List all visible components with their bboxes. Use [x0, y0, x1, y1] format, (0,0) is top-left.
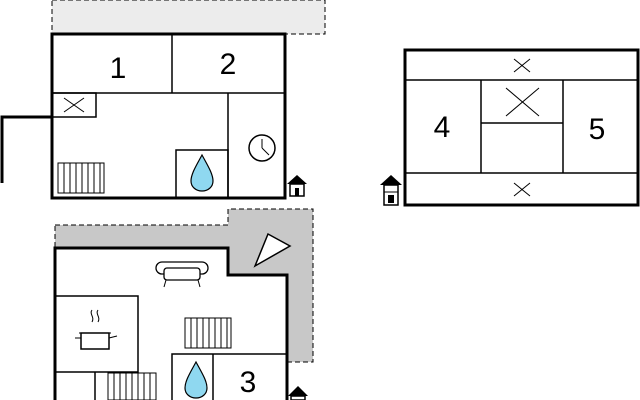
- x-mark-icon: [513, 182, 531, 197]
- room-number-5: 5: [589, 113, 606, 146]
- room-number-4: 4: [434, 111, 451, 144]
- building-c-outline: [53, 246, 289, 400]
- x-mark-icon: [513, 58, 531, 73]
- clock-icon: [248, 134, 276, 162]
- water-drop-icon: [184, 360, 208, 399]
- building-b-outline: [403, 48, 640, 207]
- water-drop-icon: [190, 153, 214, 192]
- house-entrance-icon: [288, 386, 308, 400]
- room-number-1: 1: [110, 52, 127, 85]
- closet-a: [51, 92, 97, 118]
- building-c: 3: [53, 246, 289, 400]
- radiator-icon: [57, 162, 105, 194]
- sofa-icon: [155, 261, 209, 288]
- bathroom-c: [171, 353, 288, 400]
- building-b: 4 5: [403, 48, 640, 207]
- kitchen-area: [54, 295, 139, 373]
- bed-cross-icon: [505, 87, 540, 117]
- cooking-pot-icon: [75, 309, 118, 350]
- terrace-top: [51, 0, 326, 35]
- room-number-3: 3: [240, 366, 257, 399]
- x-mark-icon: [63, 97, 85, 113]
- exterior-wall-left: [0, 115, 52, 183]
- shower-a: [175, 149, 229, 199]
- triangle-icon: [253, 232, 292, 268]
- building-a: 1 2: [50, 32, 287, 200]
- house-entrance-icon: [380, 175, 402, 206]
- radiator-icon: [107, 372, 157, 400]
- building-a-outline: [50, 32, 287, 200]
- room-number-2: 2: [220, 48, 237, 81]
- radiator-icon: [184, 317, 232, 349]
- house-entrance-icon: [287, 175, 307, 197]
